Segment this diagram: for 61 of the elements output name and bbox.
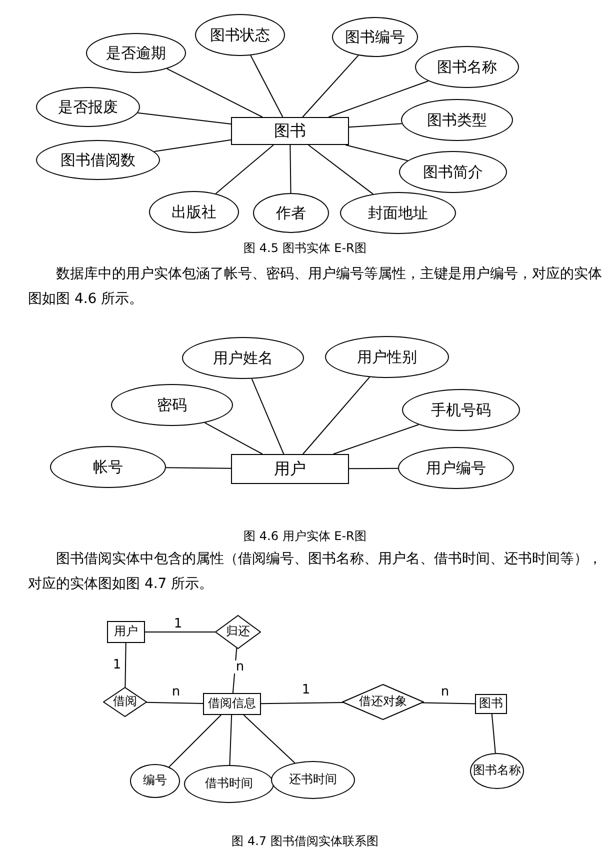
connector-line	[491, 714, 496, 754]
attribute-ellipse: 图书名称	[470, 753, 524, 789]
attribute-ellipse: 图书名称	[415, 46, 519, 88]
connector-line	[204, 422, 263, 454]
attribute-ellipse: 用户性别	[325, 336, 449, 378]
body-paragraph: 数据库中的用户实体包涵了帐号、密码、用户编号等属性，主键是用户编号，对应的实体图如图 4.6 所示。	[28, 265, 603, 309]
attribute-ellipse: 密码	[111, 384, 233, 426]
attribute-ellipse: 图书类型	[401, 99, 513, 141]
cardinality-label: n	[234, 660, 246, 674]
entity-box: 用户	[231, 454, 349, 484]
connector-line	[146, 702, 204, 704]
attribute-ellipse: 还书时间	[271, 761, 355, 799]
connector-line	[229, 714, 232, 766]
connector-line	[348, 123, 402, 128]
attribute-ellipse: 是否逾期	[86, 33, 186, 73]
entity-box: 图书	[475, 694, 507, 714]
attribute-ellipse: 借书时间	[184, 765, 274, 803]
connector-line	[260, 702, 344, 704]
attribute-ellipse: 封面地址	[340, 192, 456, 234]
entity-box: 用户	[107, 621, 145, 643]
connector-line	[290, 144, 292, 194]
attribute-ellipse: 是否报废	[36, 87, 140, 127]
connector-line	[302, 54, 359, 118]
attribute-ellipse: 用户编号	[398, 447, 514, 489]
attribute-ellipse: 图书简介	[399, 151, 507, 193]
connector-line	[154, 139, 232, 152]
attribute-ellipse: 图书状态	[195, 14, 285, 56]
connector-line	[165, 467, 232, 469]
figure-caption: 图 4.6 用户实体 E-R图	[244, 528, 366, 545]
connector-line	[251, 378, 284, 454]
connector-line	[232, 648, 238, 694]
attribute-ellipse: 手机号码	[402, 389, 520, 431]
connector-line	[124, 642, 126, 688]
entity-box: 借阅信息	[203, 693, 261, 715]
figure-caption: 图 4.5 图书实体 E-R图	[244, 240, 366, 257]
entity-box: 图书	[231, 117, 349, 145]
connector-line	[302, 376, 370, 454]
connector-line	[166, 68, 263, 118]
connector-line	[332, 424, 420, 454]
connector-line	[308, 144, 374, 195]
relationship-diamond: 归还	[215, 615, 261, 649]
figure-caption: 图 4.7 图书借阅实体联系图	[232, 833, 378, 850]
connector-line	[168, 714, 222, 768]
relationship-diamond: 借阅	[103, 687, 147, 717]
attribute-ellipse: 图书借阅数	[36, 140, 160, 180]
connector-line	[422, 702, 476, 704]
connector-line	[137, 112, 232, 124]
attribute-ellipse: 出版社	[149, 191, 239, 233]
body-paragraph: 图书借阅实体中包含的属性（借阅编号、图书名称、用户名、借书时间、还书时间等），对应的实体图如图 4.7 所示。	[28, 550, 603, 594]
attribute-ellipse: 作者	[253, 193, 329, 233]
connector-line	[328, 80, 429, 118]
connector-line	[215, 144, 274, 194]
attribute-ellipse: 编号	[130, 764, 180, 798]
attribute-ellipse: 用户姓名	[182, 337, 304, 379]
attribute-ellipse: 帐号	[50, 446, 166, 488]
relationship-diamond: 借还对象	[342, 684, 424, 720]
connector-line	[243, 714, 296, 764]
connector-line	[250, 54, 284, 118]
connector-line	[348, 468, 398, 470]
attribute-ellipse: 图书编号	[332, 17, 418, 57]
connector-line	[345, 144, 408, 162]
